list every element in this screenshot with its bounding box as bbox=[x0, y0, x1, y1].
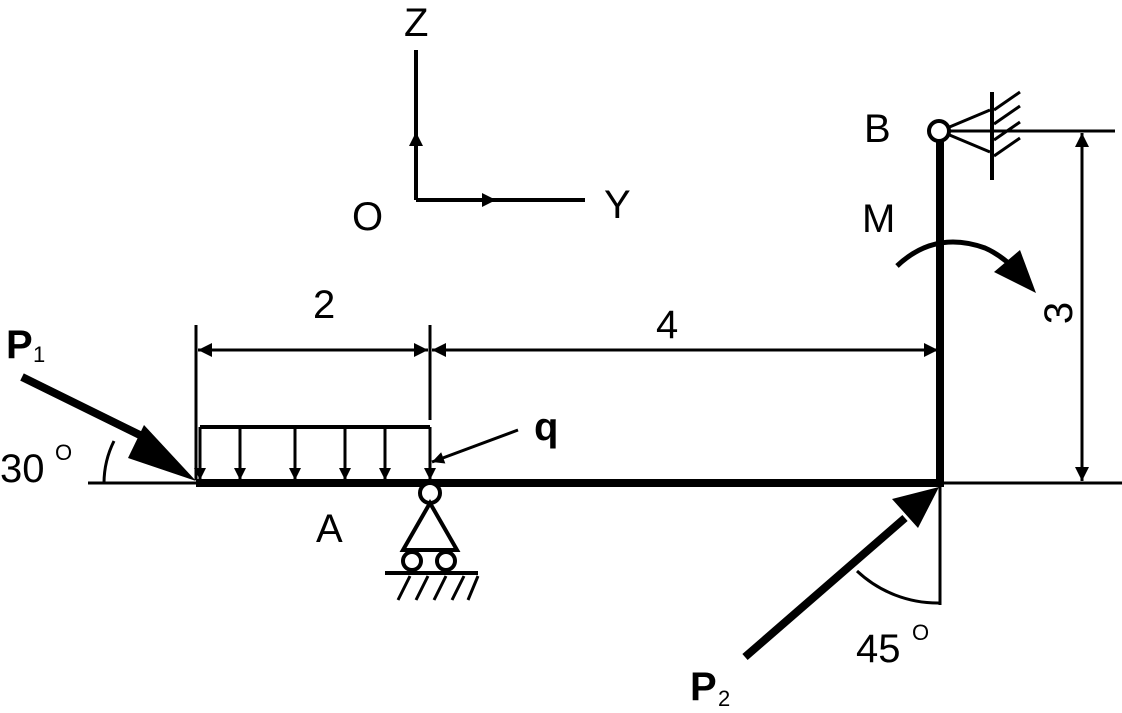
distributed-load: q bbox=[194, 405, 558, 480]
angle-30-label: 30 bbox=[0, 447, 45, 491]
moment-m: M bbox=[862, 197, 1036, 293]
horizontal-dimensions: 2 4 bbox=[194, 283, 938, 480]
p1-subscript: 1 bbox=[33, 342, 45, 367]
p2-label: P bbox=[690, 665, 717, 708]
force-p1: P 1 30 O bbox=[0, 323, 196, 491]
dimension-3-label: 3 bbox=[1037, 302, 1081, 324]
roller-wheel bbox=[435, 550, 457, 572]
p1-arrowhead bbox=[128, 425, 196, 481]
q-leader-arrow bbox=[431, 428, 519, 464]
point-a-label: A bbox=[316, 507, 343, 551]
moment-label: M bbox=[862, 197, 895, 241]
angle-30-arc bbox=[102, 440, 116, 484]
ground-hatch bbox=[414, 575, 430, 601]
dimension-2-label: 2 bbox=[313, 283, 335, 327]
y-axis-label: Y bbox=[604, 183, 631, 227]
wall-hatch bbox=[993, 136, 1021, 158]
p2-shaft bbox=[742, 514, 908, 661]
coordinate-axes: Z Y O bbox=[352, 1, 631, 239]
dimension-4-label: 4 bbox=[656, 303, 678, 347]
support-triangle bbox=[399, 498, 461, 552]
ground-hatch bbox=[396, 575, 412, 601]
moment-arrowhead bbox=[994, 250, 1036, 293]
origin-label: O bbox=[352, 195, 383, 239]
force-p2: 45 O P 2 bbox=[690, 487, 942, 711]
vertical-dimension: 3 bbox=[950, 129, 1115, 481]
angle-45-label: 45 bbox=[856, 627, 901, 671]
q-label: q bbox=[534, 405, 558, 449]
ground-hatch bbox=[432, 575, 448, 601]
p2-arrowhead bbox=[892, 487, 939, 528]
pin-support-b: B bbox=[864, 90, 1021, 180]
wall-hatch bbox=[993, 104, 1021, 126]
ground-hatch bbox=[466, 575, 480, 601]
p1-label: P bbox=[6, 323, 33, 367]
angle-45-degree: O bbox=[912, 620, 929, 645]
angle-45-arc bbox=[855, 569, 941, 605]
p2-subscript: 2 bbox=[718, 686, 730, 708]
roller-wheel bbox=[401, 550, 423, 572]
z-axis-label: Z bbox=[404, 1, 428, 45]
ground-hatch bbox=[450, 575, 466, 601]
roller-support bbox=[385, 481, 480, 601]
p1-shaft bbox=[20, 373, 152, 444]
beam bbox=[196, 140, 944, 487]
support-pin bbox=[927, 119, 951, 143]
wall-hatch bbox=[993, 90, 1021, 112]
point-b-label: B bbox=[864, 107, 891, 151]
angle-30-degree: O bbox=[55, 440, 72, 465]
